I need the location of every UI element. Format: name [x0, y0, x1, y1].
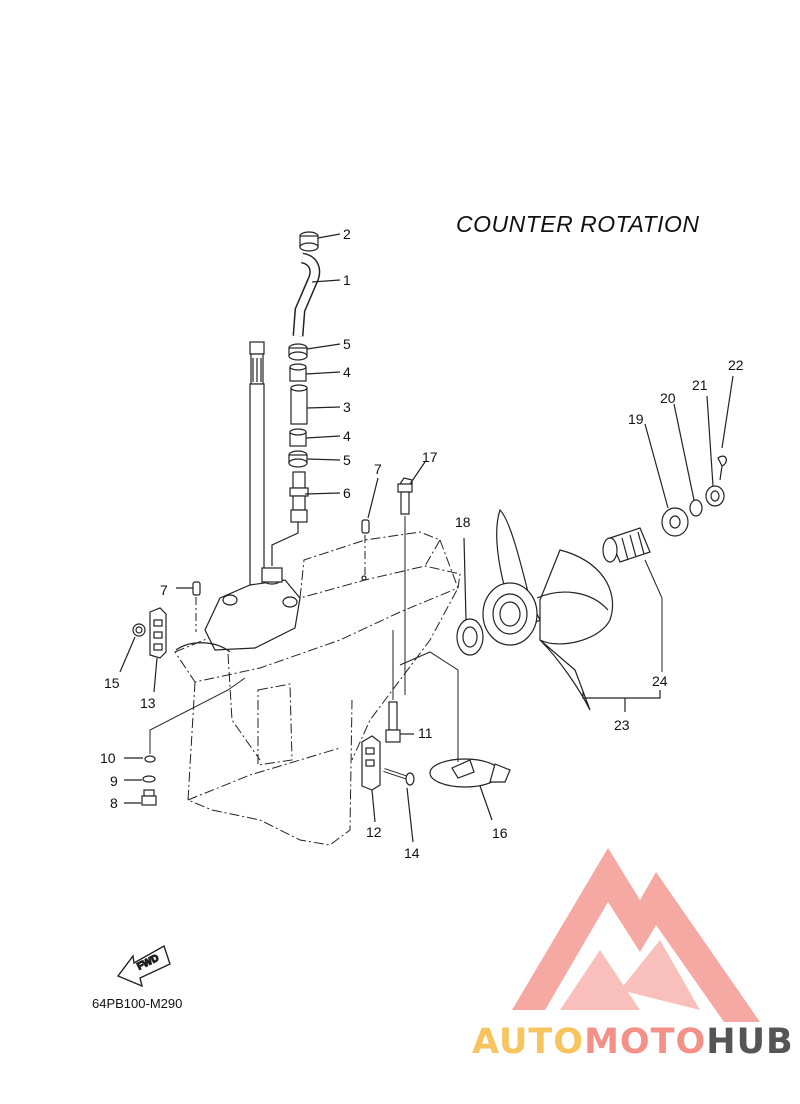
- propeller: [482, 508, 661, 712]
- callout-20: 20: [660, 390, 676, 406]
- diagram-title: COUNTER ROTATION: [456, 211, 700, 237]
- part-14-screw: [383, 768, 415, 843]
- callout-5-lower: 5: [343, 452, 351, 468]
- callout-21: 21: [692, 377, 708, 393]
- callout-9: 9: [110, 773, 118, 789]
- part-10-washer: [124, 677, 246, 763]
- callout-8: 8: [110, 795, 118, 811]
- part-3-sleeve: [290, 384, 341, 425]
- callout-23: 23: [614, 717, 630, 733]
- callout-15: 15: [104, 675, 120, 691]
- callout-17: 17: [422, 449, 438, 465]
- part-7-dowel-pin-right: [361, 477, 379, 581]
- part-16-trim-tab: [399, 651, 511, 821]
- part-18-thrust-washer: [456, 537, 484, 656]
- part-13-anode: [149, 607, 167, 693]
- callout-14: 14: [404, 845, 420, 861]
- watermark-text: AUTOMOTOHUB: [472, 1022, 794, 1062]
- callout-numbers: 2 1 5 4 3 4 5 6 7 7 17 18 15 13 10 9 8 1…: [100, 226, 744, 861]
- callout-5-upper: 5: [343, 336, 351, 352]
- part-7-dowel-pin-left: [176, 581, 201, 632]
- watermark-moto: MOTO: [584, 1022, 707, 1062]
- callout-24: 24: [652, 673, 668, 689]
- callout-3: 3: [343, 399, 351, 415]
- part-5-grommet-upper: [288, 343, 341, 361]
- callout-19: 19: [628, 411, 644, 427]
- part-19-washer: [644, 423, 689, 537]
- gear-case-top: [175, 567, 301, 653]
- callout-13: 13: [140, 695, 156, 711]
- callout-4-upper: 4: [343, 364, 351, 380]
- part-11-bolt: [385, 630, 414, 743]
- callout-2: 2: [343, 226, 351, 242]
- part-4-seal-upper: [289, 363, 341, 382]
- part-15-bolt: [119, 623, 146, 673]
- part-12-anode: [361, 735, 381, 823]
- part-9-lockwasher: [124, 775, 156, 783]
- part-2-collar: [299, 231, 341, 252]
- part-5-grommet-lower: [288, 450, 341, 468]
- watermark-hub: HUB: [706, 1022, 794, 1062]
- callout-22: 22: [728, 357, 744, 373]
- callout-11: 11: [418, 725, 433, 741]
- callout-10: 10: [100, 750, 116, 766]
- callout-18: 18: [455, 514, 471, 530]
- lower-unit-housing: [174, 531, 461, 846]
- watermark-auto: AUTO: [472, 1022, 585, 1062]
- diagram-code: 64PB100-M290: [92, 996, 183, 1011]
- part-6-pipe-adapter: [271, 471, 341, 566]
- fwd-arrow-icon: FWD: [116, 944, 171, 988]
- part-21-nut: [705, 395, 725, 507]
- part-4-seal-lower: [289, 428, 341, 447]
- part-8-bolt: [124, 789, 157, 806]
- callout-6: 6: [343, 485, 351, 501]
- callout-16: 16: [492, 825, 508, 841]
- callout-4-lower: 4: [343, 428, 351, 444]
- part-1-water-tube: [292, 252, 341, 337]
- callout-12: 12: [366, 824, 382, 840]
- part-22-cotter-pin: [717, 375, 734, 481]
- part-20-spacer: [673, 403, 703, 517]
- part-17-bolt: [397, 461, 426, 695]
- part-24-spline-washer: [602, 527, 663, 672]
- callout-1: 1: [343, 272, 351, 288]
- callout-7-left: 7: [160, 582, 168, 598]
- drive-shaft: [249, 341, 265, 600]
- automotohub-triangle-logo: [512, 848, 760, 1022]
- callout-7-right: 7: [374, 461, 382, 477]
